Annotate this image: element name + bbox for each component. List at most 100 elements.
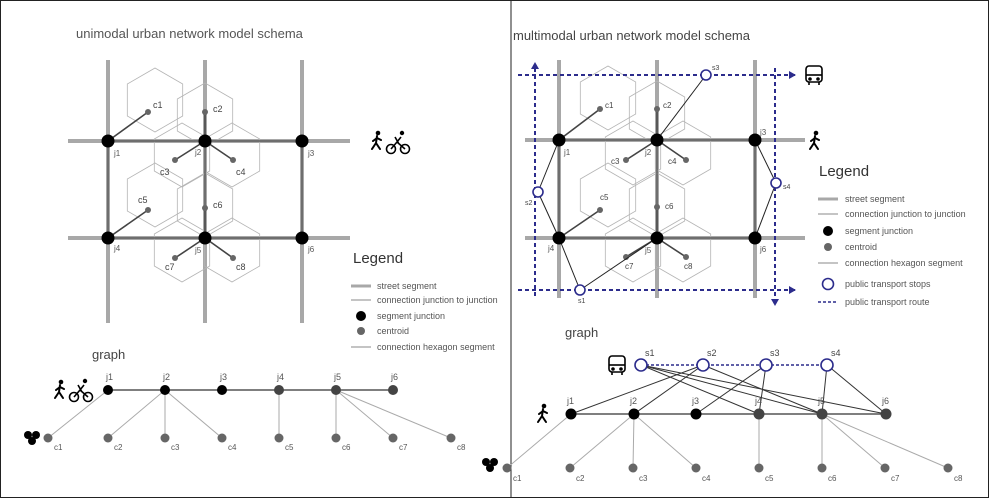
segment-junction <box>101 231 115 245</box>
centroid-dot <box>683 254 689 260</box>
centroid-label: c8 <box>684 262 693 271</box>
legend-item-label: street segment <box>377 281 437 291</box>
graph-centroid-node <box>754 463 764 473</box>
graph-centroid-edge <box>569 413 635 469</box>
graph-junction-label: j1 <box>105 372 113 382</box>
legend-item-label: segment junction <box>377 311 445 321</box>
centroid-label: c2 <box>663 101 672 110</box>
centroid-label: c6 <box>213 200 223 210</box>
centroid-dot <box>654 106 660 112</box>
centroid-label: c6 <box>665 202 674 211</box>
graph-centroid-label: c5 <box>285 443 294 452</box>
junction-label: j5 <box>644 246 652 255</box>
segment-junction <box>552 133 566 147</box>
centroid-label: c3 <box>160 167 170 177</box>
centroid-dot <box>683 157 689 163</box>
graph-junction-node <box>880 408 892 420</box>
graph-centroid-node <box>217 433 227 443</box>
centroid-dot <box>597 207 603 213</box>
centroid-label: c5 <box>600 193 609 202</box>
segment-junction <box>295 134 309 148</box>
legend-heading: Legend <box>353 250 403 267</box>
stop-connection <box>656 74 707 141</box>
graph-stop-edge <box>633 364 704 415</box>
stop-label: s1 <box>578 298 586 305</box>
public-transport-stop <box>700 69 712 81</box>
graph-junction-label: j2 <box>629 396 637 406</box>
transit-arrow <box>531 62 539 69</box>
segment-junction <box>748 231 762 245</box>
graph-stop-edge <box>570 364 704 415</box>
graph-junction-node <box>628 408 640 420</box>
graph-stop-node <box>634 358 648 372</box>
graph-centroid-edge <box>107 389 166 439</box>
hexagon-cluster-icon <box>24 431 40 445</box>
graph-junction-label: j4 <box>276 372 284 382</box>
hexagon <box>126 162 184 228</box>
graph-centroid-label: c2 <box>114 443 123 452</box>
graph-centroid-node <box>943 463 953 473</box>
legend-item-label: centroid <box>845 242 877 252</box>
graph-centroid-label: c8 <box>954 474 963 483</box>
graph-centroid-node <box>274 433 284 443</box>
hexagon <box>153 217 211 283</box>
centroid-dot <box>172 157 178 163</box>
graph-centroid-node <box>817 463 827 473</box>
stop-label: s2 <box>525 200 533 207</box>
centroid-dot <box>230 157 236 163</box>
stop-connection <box>558 237 581 291</box>
public-transport-stop <box>574 284 586 296</box>
centroid-label: c4 <box>668 157 677 166</box>
centroid-dot <box>145 109 151 115</box>
graph-centroid-label: c1 <box>513 474 522 483</box>
graph-junction-label: j1 <box>566 396 574 406</box>
graph-junction-label: j5 <box>817 396 825 406</box>
stop-connection <box>537 191 560 239</box>
graph-centroid-edge <box>821 413 886 469</box>
legend-swatch-centroid <box>824 243 832 251</box>
graph-stop-edge <box>821 364 828 415</box>
centroid-label: c2 <box>213 104 223 114</box>
graph-centroid-label: c6 <box>342 443 351 452</box>
centroid-label: c1 <box>153 100 163 110</box>
panel-title-right: multimodal urban network model schema <box>513 28 751 43</box>
centroid-label: c3 <box>611 157 620 166</box>
walking-person-icon <box>537 403 548 423</box>
stop-label: s4 <box>783 184 791 191</box>
graph-stop-label: s4 <box>831 348 841 358</box>
legend-item-label: centroid <box>377 326 409 336</box>
legend-swatch-stop <box>821 277 835 291</box>
graph-stop-edge <box>826 364 887 415</box>
graph-centroid-label: c6 <box>828 474 837 483</box>
graph-centroid-label: c4 <box>228 443 237 452</box>
graph-centroid-label: c4 <box>702 474 711 483</box>
public-transport-stop <box>532 186 544 198</box>
centroid-label: c5 <box>138 195 148 205</box>
centroid-dot <box>202 109 208 115</box>
graph-junction-label: j4 <box>754 396 762 406</box>
graph-stop-edge <box>695 364 767 415</box>
graph-title-left: graph <box>92 347 125 362</box>
graph-centroid-node <box>388 433 398 443</box>
graph-stop-label: s1 <box>645 348 655 358</box>
centroid-dot <box>145 207 151 213</box>
legend-item-label: connection junction to junction <box>377 295 498 305</box>
junction-label: j3 <box>759 128 767 137</box>
stop-connection <box>579 237 658 291</box>
junction-label: j2 <box>194 148 202 157</box>
hexagon <box>604 217 662 283</box>
graph-centroid-node <box>565 463 575 473</box>
stop-connection <box>754 182 777 239</box>
junction-label: j1 <box>563 148 571 157</box>
walking-person-icon <box>54 379 65 399</box>
junction-label: j6 <box>759 245 767 254</box>
legend-item-label: street segment <box>845 194 905 204</box>
hexagon-cluster-icon <box>482 458 498 472</box>
legend-swatch-junction <box>823 226 833 236</box>
graph-centroid-label: c2 <box>576 474 585 483</box>
graph-junction-node <box>331 385 341 395</box>
hexagon <box>579 162 637 228</box>
legend-item-label: segment junction <box>845 226 913 236</box>
graph-centroid-node <box>103 433 113 443</box>
